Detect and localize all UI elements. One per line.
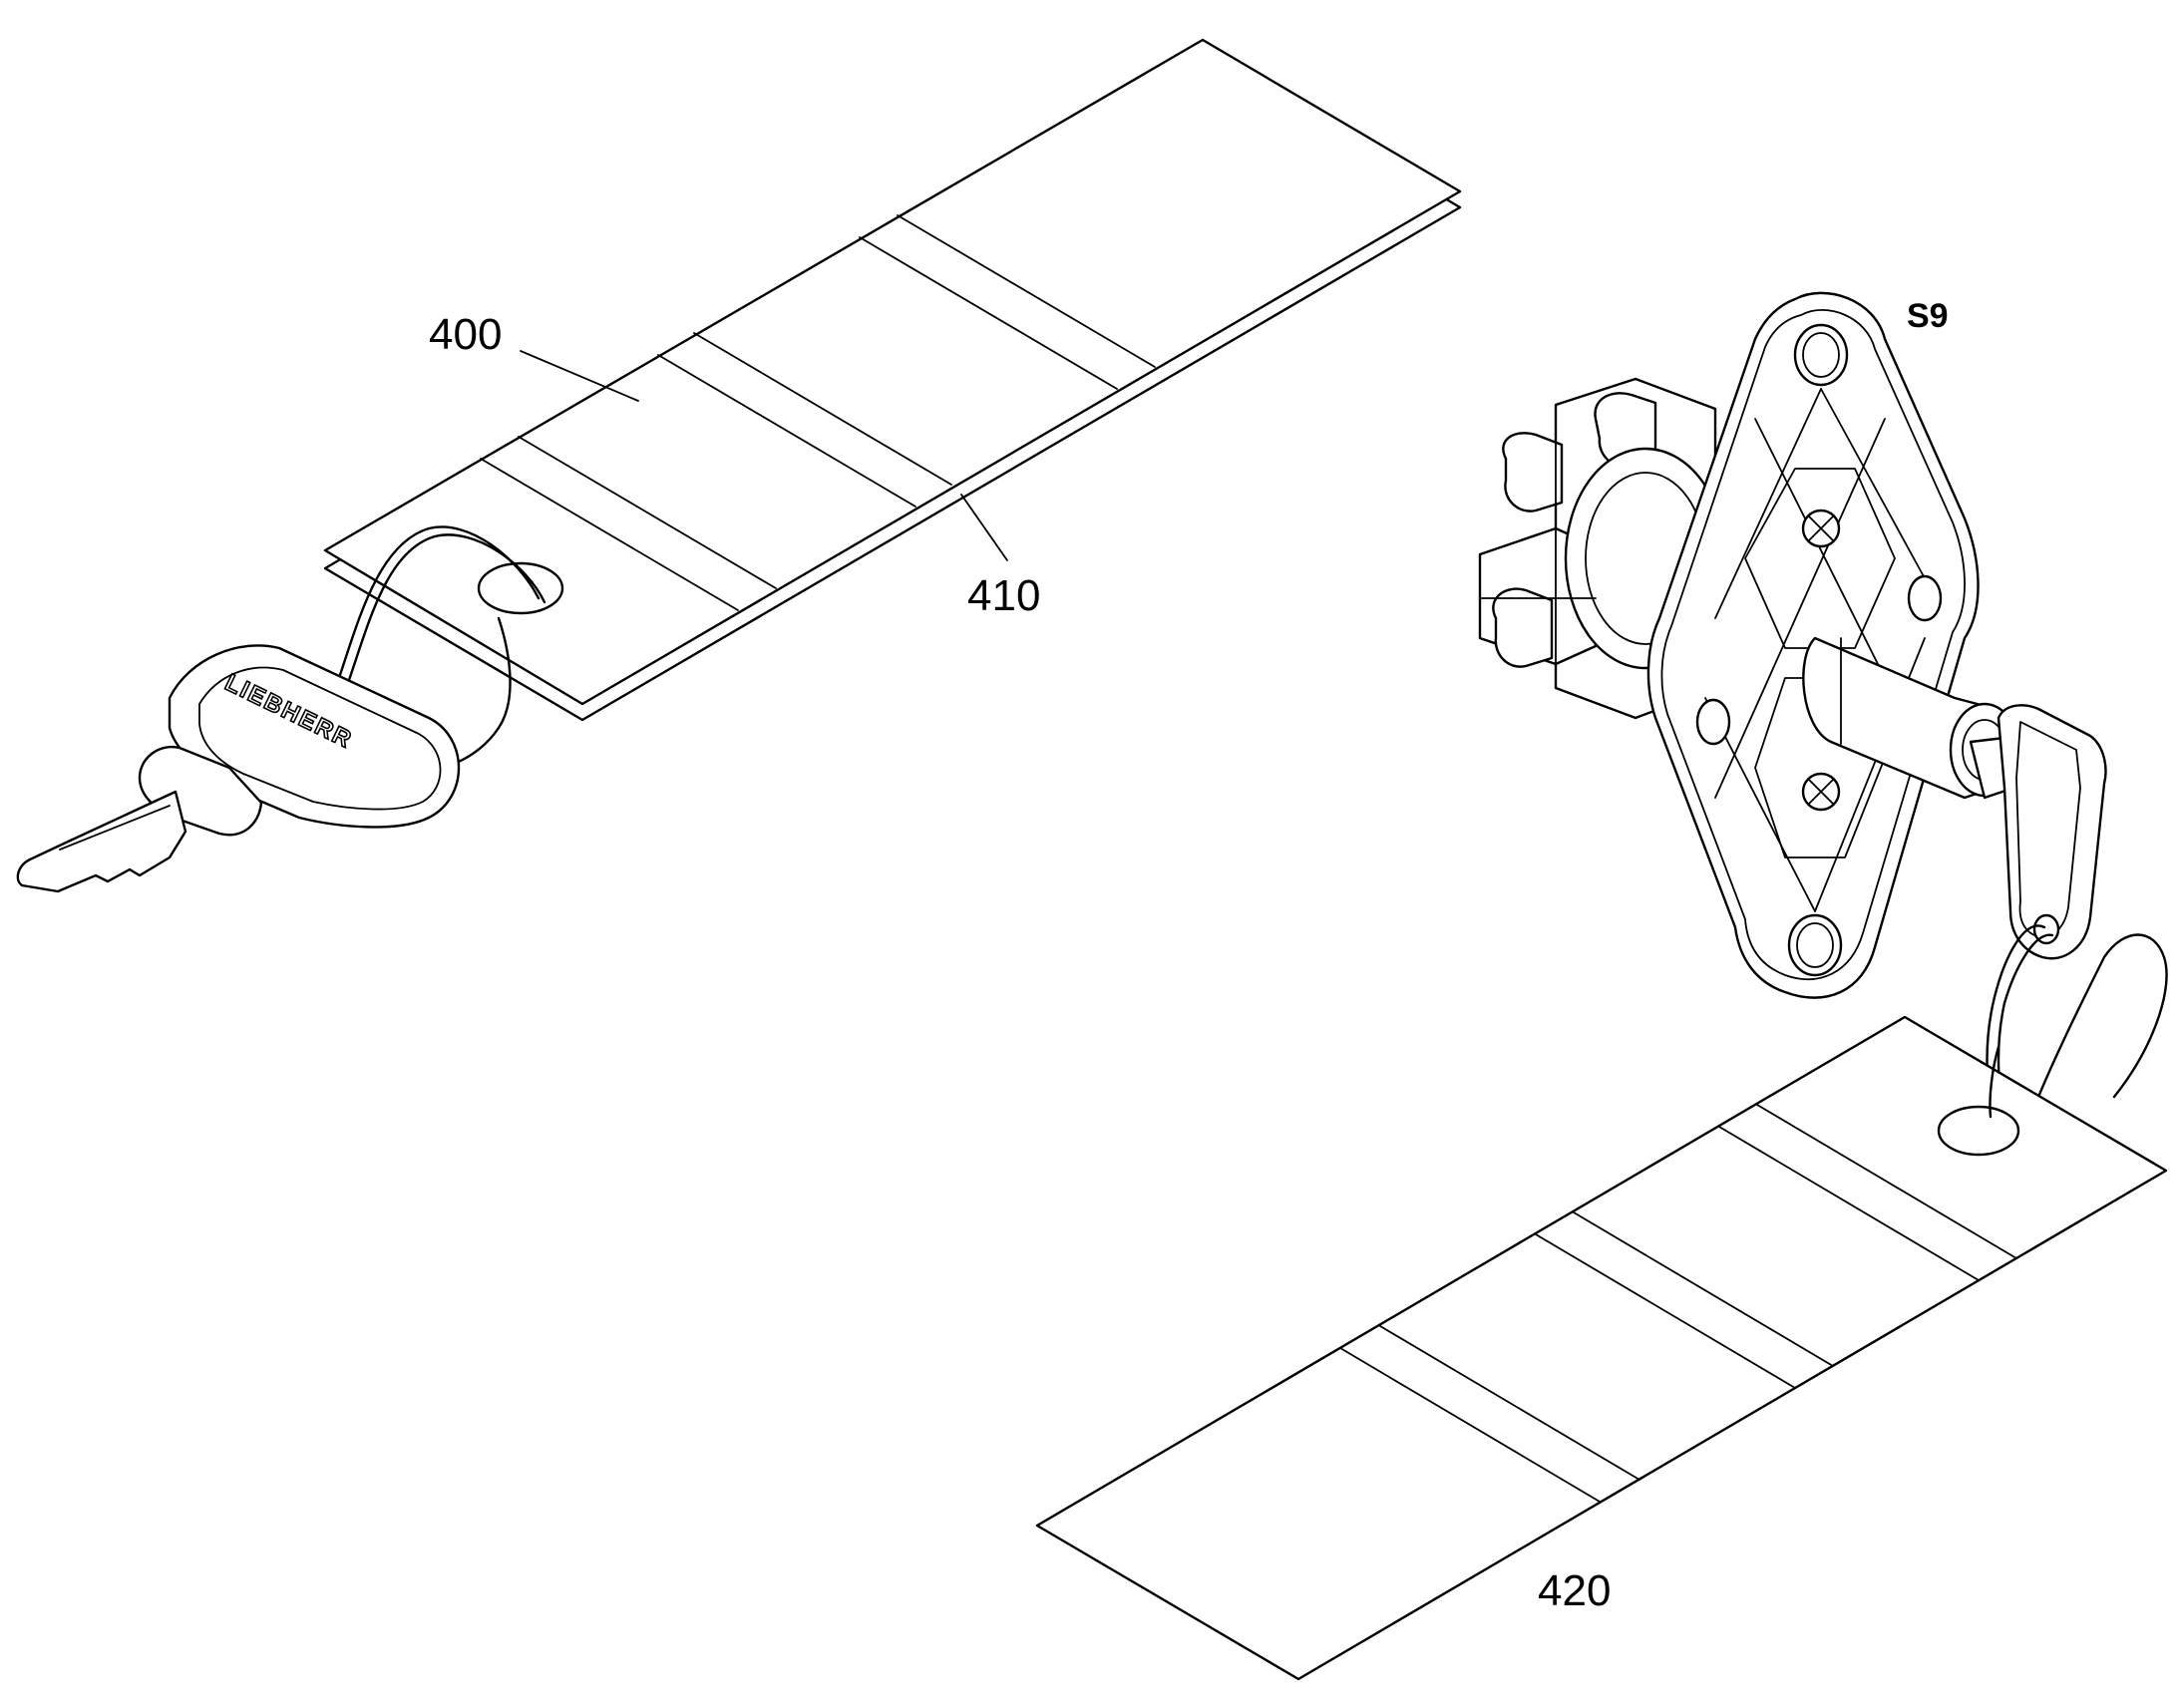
- figure-label: S9: [1907, 297, 1949, 335]
- tag-420-strip-lines: [1339, 1104, 2017, 1503]
- leader-410: [960, 494, 1008, 561]
- tag-400-strip-lines: [480, 214, 1156, 611]
- key: LIEBHERR: [16, 644, 461, 893]
- label-400: 400: [429, 310, 502, 359]
- label-420: 420: [1538, 1566, 1611, 1615]
- tag-420-hole: [1937, 1105, 2020, 1157]
- tag-assembly-left: LIEBHERR 400 410: [16, 38, 1462, 893]
- lock-assembly: S9: [1478, 291, 2168, 1133]
- label-410: 410: [967, 571, 1040, 620]
- tag-400-hole: [477, 561, 564, 615]
- tag-assembly-bottom: 420: [1035, 1015, 2168, 1681]
- lock-key: [1986, 704, 2168, 1133]
- key-blade: [16, 790, 187, 893]
- tag-420-sheet: [1035, 1015, 2168, 1681]
- tag-400-sheet: [323, 38, 1462, 706]
- leader-400: [520, 350, 639, 402]
